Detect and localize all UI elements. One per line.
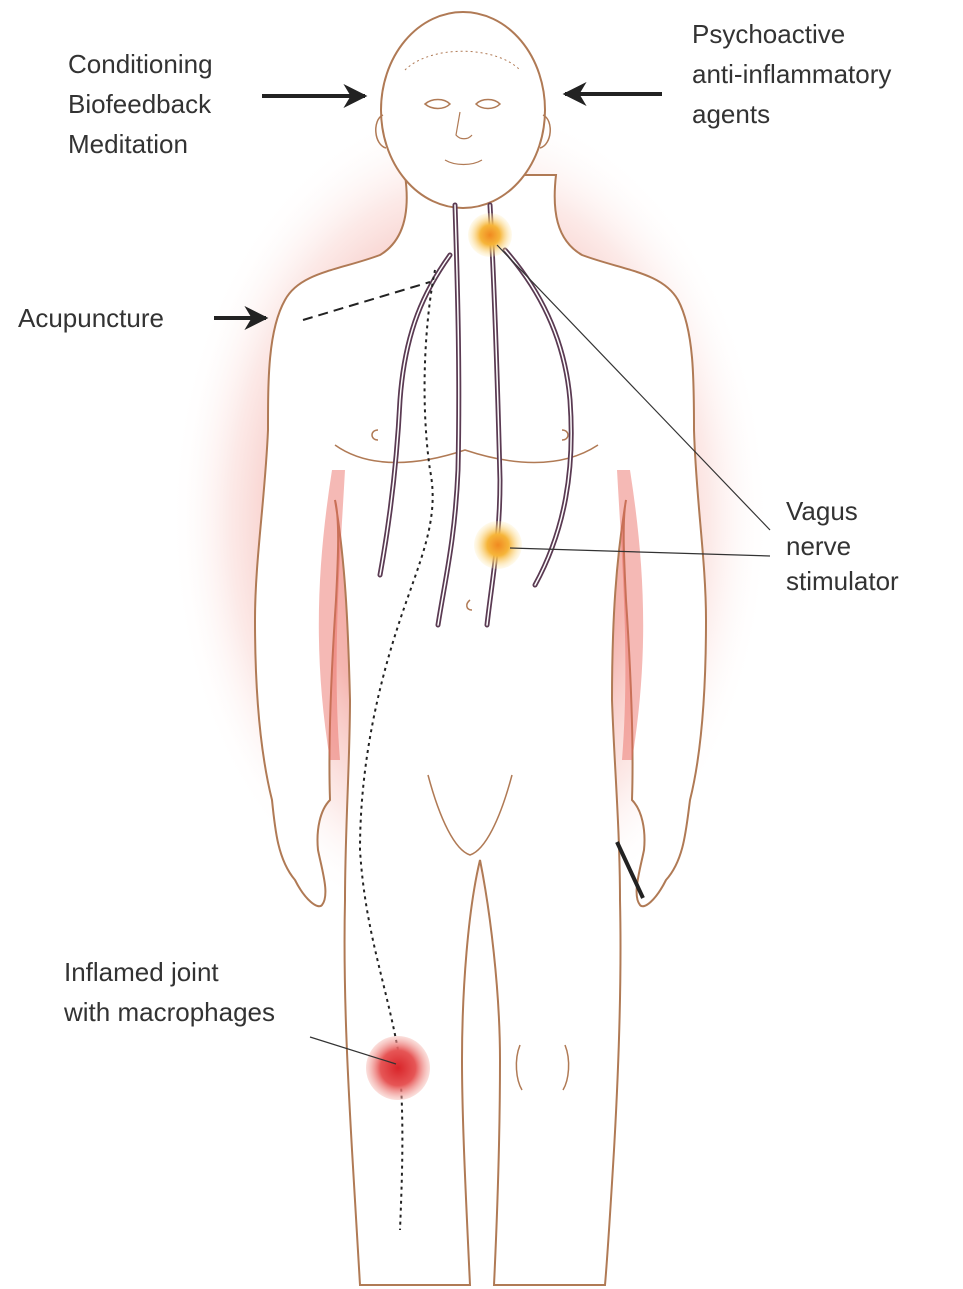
label-nerve: nerve [786, 529, 899, 564]
body-outline [255, 175, 706, 1285]
label-inflamed-joint: Inflamed joint [64, 952, 275, 992]
label-psychoactive: Psychoactive [692, 14, 891, 54]
stimulator-abdomen [474, 521, 522, 569]
label-meditation: Meditation [68, 124, 213, 164]
inflamed-joint [366, 1036, 430, 1100]
label-psychoactive-group: Psychoactive anti-inflammatory agents [692, 14, 891, 134]
stimulator-neck [468, 213, 512, 257]
label-joint-group: Inflamed joint with macrophages [64, 952, 275, 1032]
label-stimulator: stimulator [786, 564, 899, 599]
label-vagus-group: Vagus nerve stimulator [786, 494, 899, 599]
label-agents: agents [692, 94, 891, 134]
label-biofeedback: Biofeedback [68, 84, 213, 124]
label-vagus: Vagus [786, 494, 899, 529]
head [381, 12, 545, 208]
label-conditioning: Conditioning [68, 44, 213, 84]
label-with-macrophages: with macrophages [64, 992, 275, 1032]
label-conditioning-group: Conditioning Biofeedback Meditation [68, 44, 213, 164]
label-acupuncture: Acupuncture [18, 298, 164, 338]
label-anti-inflammatory: anti-inflammatory [692, 54, 891, 94]
